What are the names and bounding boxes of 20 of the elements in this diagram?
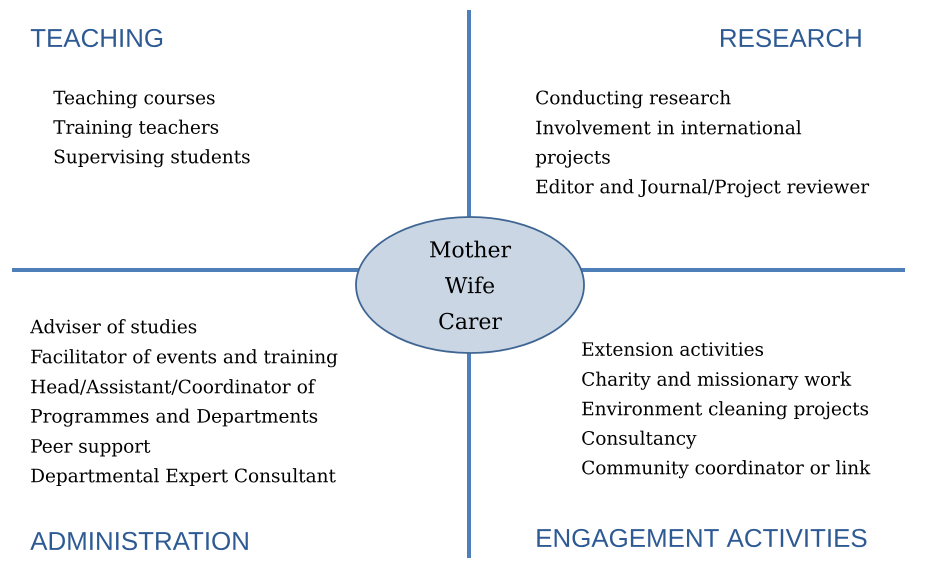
list-item: Consultancy [582, 430, 696, 449]
quadrant-heading: TEACHING [30, 28, 162, 48]
list-item: Environment cleaning projects [582, 401, 868, 420]
quadrant-heading: ADMINISTRATION [30, 532, 248, 550]
list-item: Community coordinator or link [582, 460, 870, 478]
list-item: Supervising students [54, 149, 250, 168]
list-item: Peer support [31, 439, 150, 456]
quadrant-heading: ENGAGEMENT ACTIVITIES [537, 528, 866, 548]
list-item: Training teachers [53, 120, 218, 138]
list-item: Adviser of studies [30, 319, 196, 334]
list-item: Conducting research [536, 90, 731, 108]
list-item: Head/Assistant/Coordinator of Programmes and Departments [31, 379, 318, 427]
list-item: Teaching courses [53, 90, 215, 108]
list-item: Extension activities [582, 342, 764, 356]
list-item: Editor and Journal/Project reviewer [536, 179, 870, 198]
quadrant-heading: RESEARCH [721, 28, 861, 48]
list-item: Facilitator of events and training [31, 349, 338, 368]
list-item: Departmental Expert Consultant [31, 468, 336, 486]
list-item: Charity and missionary work [582, 372, 852, 390]
list-item: Involvement in international projects [536, 120, 802, 168]
